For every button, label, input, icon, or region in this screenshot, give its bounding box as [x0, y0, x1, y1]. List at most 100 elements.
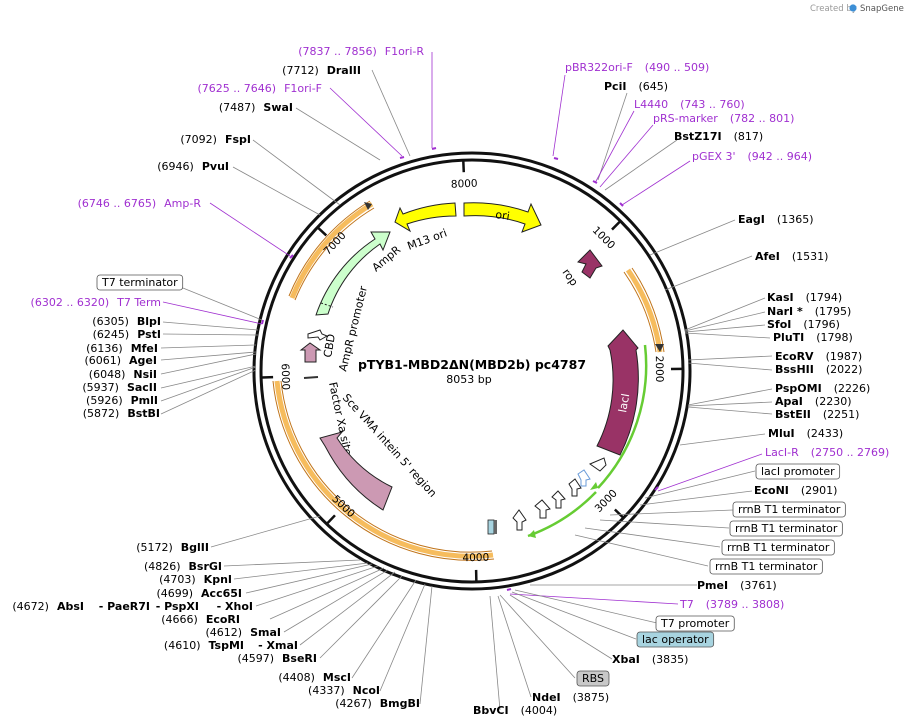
left-label-acc65i-pos[interactable]: (4699) — [156, 587, 193, 600]
left-label-kpni-pos[interactable]: (4703) — [159, 573, 196, 586]
left-label-smai-name[interactable]: SmaI — [250, 626, 281, 639]
right-label-afei-pos[interactable]: (1531) — [792, 250, 829, 263]
left-label-ncoi-pos[interactable]: (4337) — [308, 684, 345, 697]
right-label-apai-pos[interactable]: (2230) — [815, 395, 852, 408]
left-label-msci-name[interactable]: MscI — [323, 671, 351, 684]
left-label-bmgbi-name[interactable]: BmgBI — [380, 697, 420, 710]
rop-feature[interactable] — [577, 249, 603, 279]
ampr-feature[interactable] — [315, 231, 391, 316]
left-label-amp-r-pos[interactable]: (6746 .. 6765) — [78, 197, 157, 210]
right-label-mlui-pos[interactable]: (2433) — [807, 427, 844, 440]
right-label-t7-pos[interactable]: (3789 .. 3808) — [706, 598, 785, 611]
right-label-pluti-pos[interactable]: (1798) — [816, 331, 853, 344]
right-label-rrnb-t1-terminator-box-23[interactable]: rrnB T1 terminator — [721, 539, 835, 556]
right-label-sfoi-name[interactable]: SfoI — [767, 318, 791, 331]
left-label-f1ori-f-name[interactable]: F1ori-F — [284, 82, 322, 95]
right-label-lac-operator-box-28[interactable]: lac operator — [636, 631, 715, 648]
left-label-xmai-name[interactable]: - XmaI — [258, 639, 298, 652]
right-label-nari-pos[interactable]: (1795) — [815, 305, 852, 318]
right-label-rrnb-t1-terminator-box-21[interactable]: rrnB T1 terminator — [732, 501, 846, 518]
rrnb-arrow-1[interactable] — [534, 499, 551, 519]
left-label-t7-term-pos[interactable]: (6302 .. 6320) — [31, 296, 110, 309]
rrnb-arrow-4[interactable] — [577, 469, 591, 487]
right-label-xbai-name[interactable]: XbaI — [612, 653, 640, 666]
right-label-bsteii-name[interactable]: BstEII — [775, 408, 811, 421]
right-label-ndei-pos[interactable]: (3875) — [573, 691, 610, 704]
right-label-rrnb-t1-terminator-box-24[interactable]: rrnB T1 terminator — [709, 558, 823, 575]
right-label-pluti-name[interactable]: PluTI — [773, 331, 804, 344]
left-label-sacii-name[interactable]: SacII — [127, 381, 157, 394]
left-label-nsii-pos[interactable]: (6048) — [89, 368, 126, 381]
right-label-pspomi-pos[interactable]: (2226) — [834, 382, 871, 395]
rrnb-arrow-3[interactable] — [568, 478, 582, 497]
right-label-bsshii-name[interactable]: BssHII — [775, 363, 814, 376]
right-label-l4440-pos[interactable]: (743 .. 760) — [680, 98, 745, 111]
right-label-eagi-pos[interactable]: (1365) — [777, 213, 814, 226]
right-label-econi-pos[interactable]: (2901) — [801, 484, 838, 497]
left-label-ecori-pos[interactable]: (4666) — [161, 613, 198, 626]
right-label-pgex-3-pos[interactable]: (942 .. 964) — [748, 150, 813, 163]
left-label-agei-name[interactable]: AgeI — [129, 354, 157, 367]
right-label-t7-name[interactable]: T7 — [679, 598, 694, 611]
left-label-absi-pos[interactable]: (4672) — [12, 600, 49, 613]
left-label-psti-pos[interactable]: (6245) — [93, 328, 130, 341]
right-label-afei-name[interactable]: AfeI — [755, 250, 780, 263]
left-label-bglii-name[interactable]: BglII — [181, 541, 209, 554]
right-label-pmei-pos[interactable]: (3761) — [740, 579, 777, 592]
left-label-pvui-name[interactable]: PvuI — [202, 160, 229, 173]
right-label-apai-name[interactable]: ApaI — [775, 395, 803, 408]
left-label-ncoi-name[interactable]: NcoI — [353, 684, 380, 697]
left-label-kpni-name[interactable]: KpnI — [204, 573, 232, 586]
left-label-pmli-pos[interactable]: (5926) — [86, 394, 123, 407]
rrnb-arrow-2[interactable] — [551, 490, 566, 509]
left-label-mfei-pos[interactable]: (6136) — [86, 342, 123, 355]
left-label-bsrgi-pos[interactable]: (4826) — [144, 560, 181, 573]
left-label-draiii-name[interactable]: DraIII — [327, 64, 361, 77]
left-label-swai-name[interactable]: SwaI — [263, 101, 293, 114]
right-label-ecorv-pos[interactable]: (1987) — [826, 350, 863, 363]
right-label-bbvci-pos[interactable]: (4004) — [521, 704, 558, 717]
right-label-pspomi-name[interactable]: PspOMI — [775, 382, 822, 395]
left-label-bstbi-pos[interactable]: (5872) — [83, 407, 120, 420]
lac-operator-mark[interactable] — [487, 519, 495, 535]
right-label-laci-promoter-box-19[interactable]: lacI promoter — [755, 463, 841, 480]
right-label-econi-name[interactable]: EcoNI — [754, 484, 789, 497]
left-label-blpi-name[interactable]: BlpI — [137, 315, 161, 328]
left-label-fspi-name[interactable]: FspI — [225, 133, 251, 146]
right-label-pmei-name[interactable]: PmeI — [697, 579, 728, 592]
right-label-pbr322ori-f-pos[interactable]: (490 .. 509) — [645, 61, 710, 74]
left-label-acc65i-name[interactable]: Acc65I — [201, 587, 242, 600]
right-label-t7-promoter-box-27[interactable]: T7 promoter — [655, 615, 735, 632]
left-label-psti-name[interactable]: PstI — [137, 328, 161, 341]
ampr-promoter-feature[interactable] — [307, 329, 329, 341]
left-label-blpi-pos[interactable]: (6305) — [92, 315, 129, 328]
right-label-nari-name[interactable]: NarI * — [767, 305, 803, 318]
laci-promoter-arrow[interactable] — [588, 457, 607, 472]
left-label-draiii-pos[interactable]: (7712) — [282, 64, 319, 77]
left-label-msci-pos[interactable]: (4408) — [278, 671, 315, 684]
right-label-laci-r-name[interactable]: LacI-R — [765, 446, 799, 459]
left-label-f1ori-f-pos[interactable]: (7625 .. 7646) — [198, 82, 277, 95]
right-label-pcii-pos[interactable]: (645) — [638, 80, 668, 93]
left-label-ecori-name[interactable]: EcoRI — [206, 613, 240, 626]
left-label-sacii-pos[interactable]: (5937) — [82, 381, 119, 394]
right-label-prs-marker-pos[interactable]: (782 .. 801) — [730, 112, 795, 125]
right-label-laci-r-pos[interactable]: (2750 .. 2769) — [811, 446, 890, 459]
rbs-mark[interactable] — [494, 520, 497, 534]
left-label-xhoi-name[interactable]: - XhoI — [217, 600, 253, 613]
left-label-mfei-name[interactable]: MfeI — [131, 342, 158, 355]
right-label-bstz17i-pos[interactable]: (817) — [734, 130, 764, 143]
left-label-bglii-pos[interactable]: (5172) — [136, 541, 173, 554]
right-label-eagi-name[interactable]: EagI — [738, 213, 765, 226]
left-label-t7-term-name[interactable]: T7 Term — [116, 296, 161, 309]
left-label-t7-terminator-box[interactable]: T7 terminator — [96, 274, 184, 291]
left-label-tspmi-pos[interactable]: (4610) — [164, 639, 201, 652]
right-label-kasi-pos[interactable]: (1794) — [806, 291, 843, 304]
left-label-f1ori-r-pos[interactable]: (7837 .. 7856) — [298, 45, 377, 58]
right-label-bbvci-name[interactable]: BbvCI — [473, 704, 509, 717]
right-label-ndei-name[interactable]: NdeI — [532, 691, 561, 704]
left-label-bmgbi-pos[interactable]: (4267) — [335, 697, 372, 710]
right-label-l4440-name[interactable]: L4440 — [634, 98, 668, 111]
left-label-pmli-name[interactable]: PmlI — [131, 394, 158, 407]
right-label-sfoi-pos[interactable]: (1796) — [803, 318, 840, 331]
